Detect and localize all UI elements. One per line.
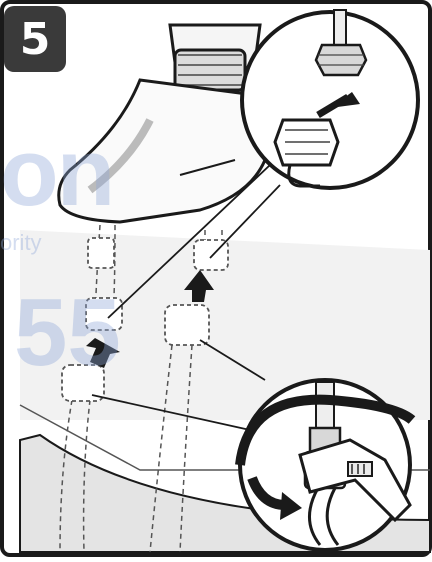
wrench-icon	[298, 438, 412, 523]
compression-nut-icon	[61, 237, 229, 402]
leader-lines	[91, 164, 281, 431]
faucet-icon	[57, 23, 267, 224]
arrow-icon	[86, 270, 214, 368]
rotation-arrow-icon	[235, 394, 416, 520]
supply-line-icon	[59, 224, 223, 553]
wall-shade	[20, 230, 430, 420]
step-number-badge: 5	[4, 6, 66, 72]
detail-circle-top	[240, 9, 420, 190]
